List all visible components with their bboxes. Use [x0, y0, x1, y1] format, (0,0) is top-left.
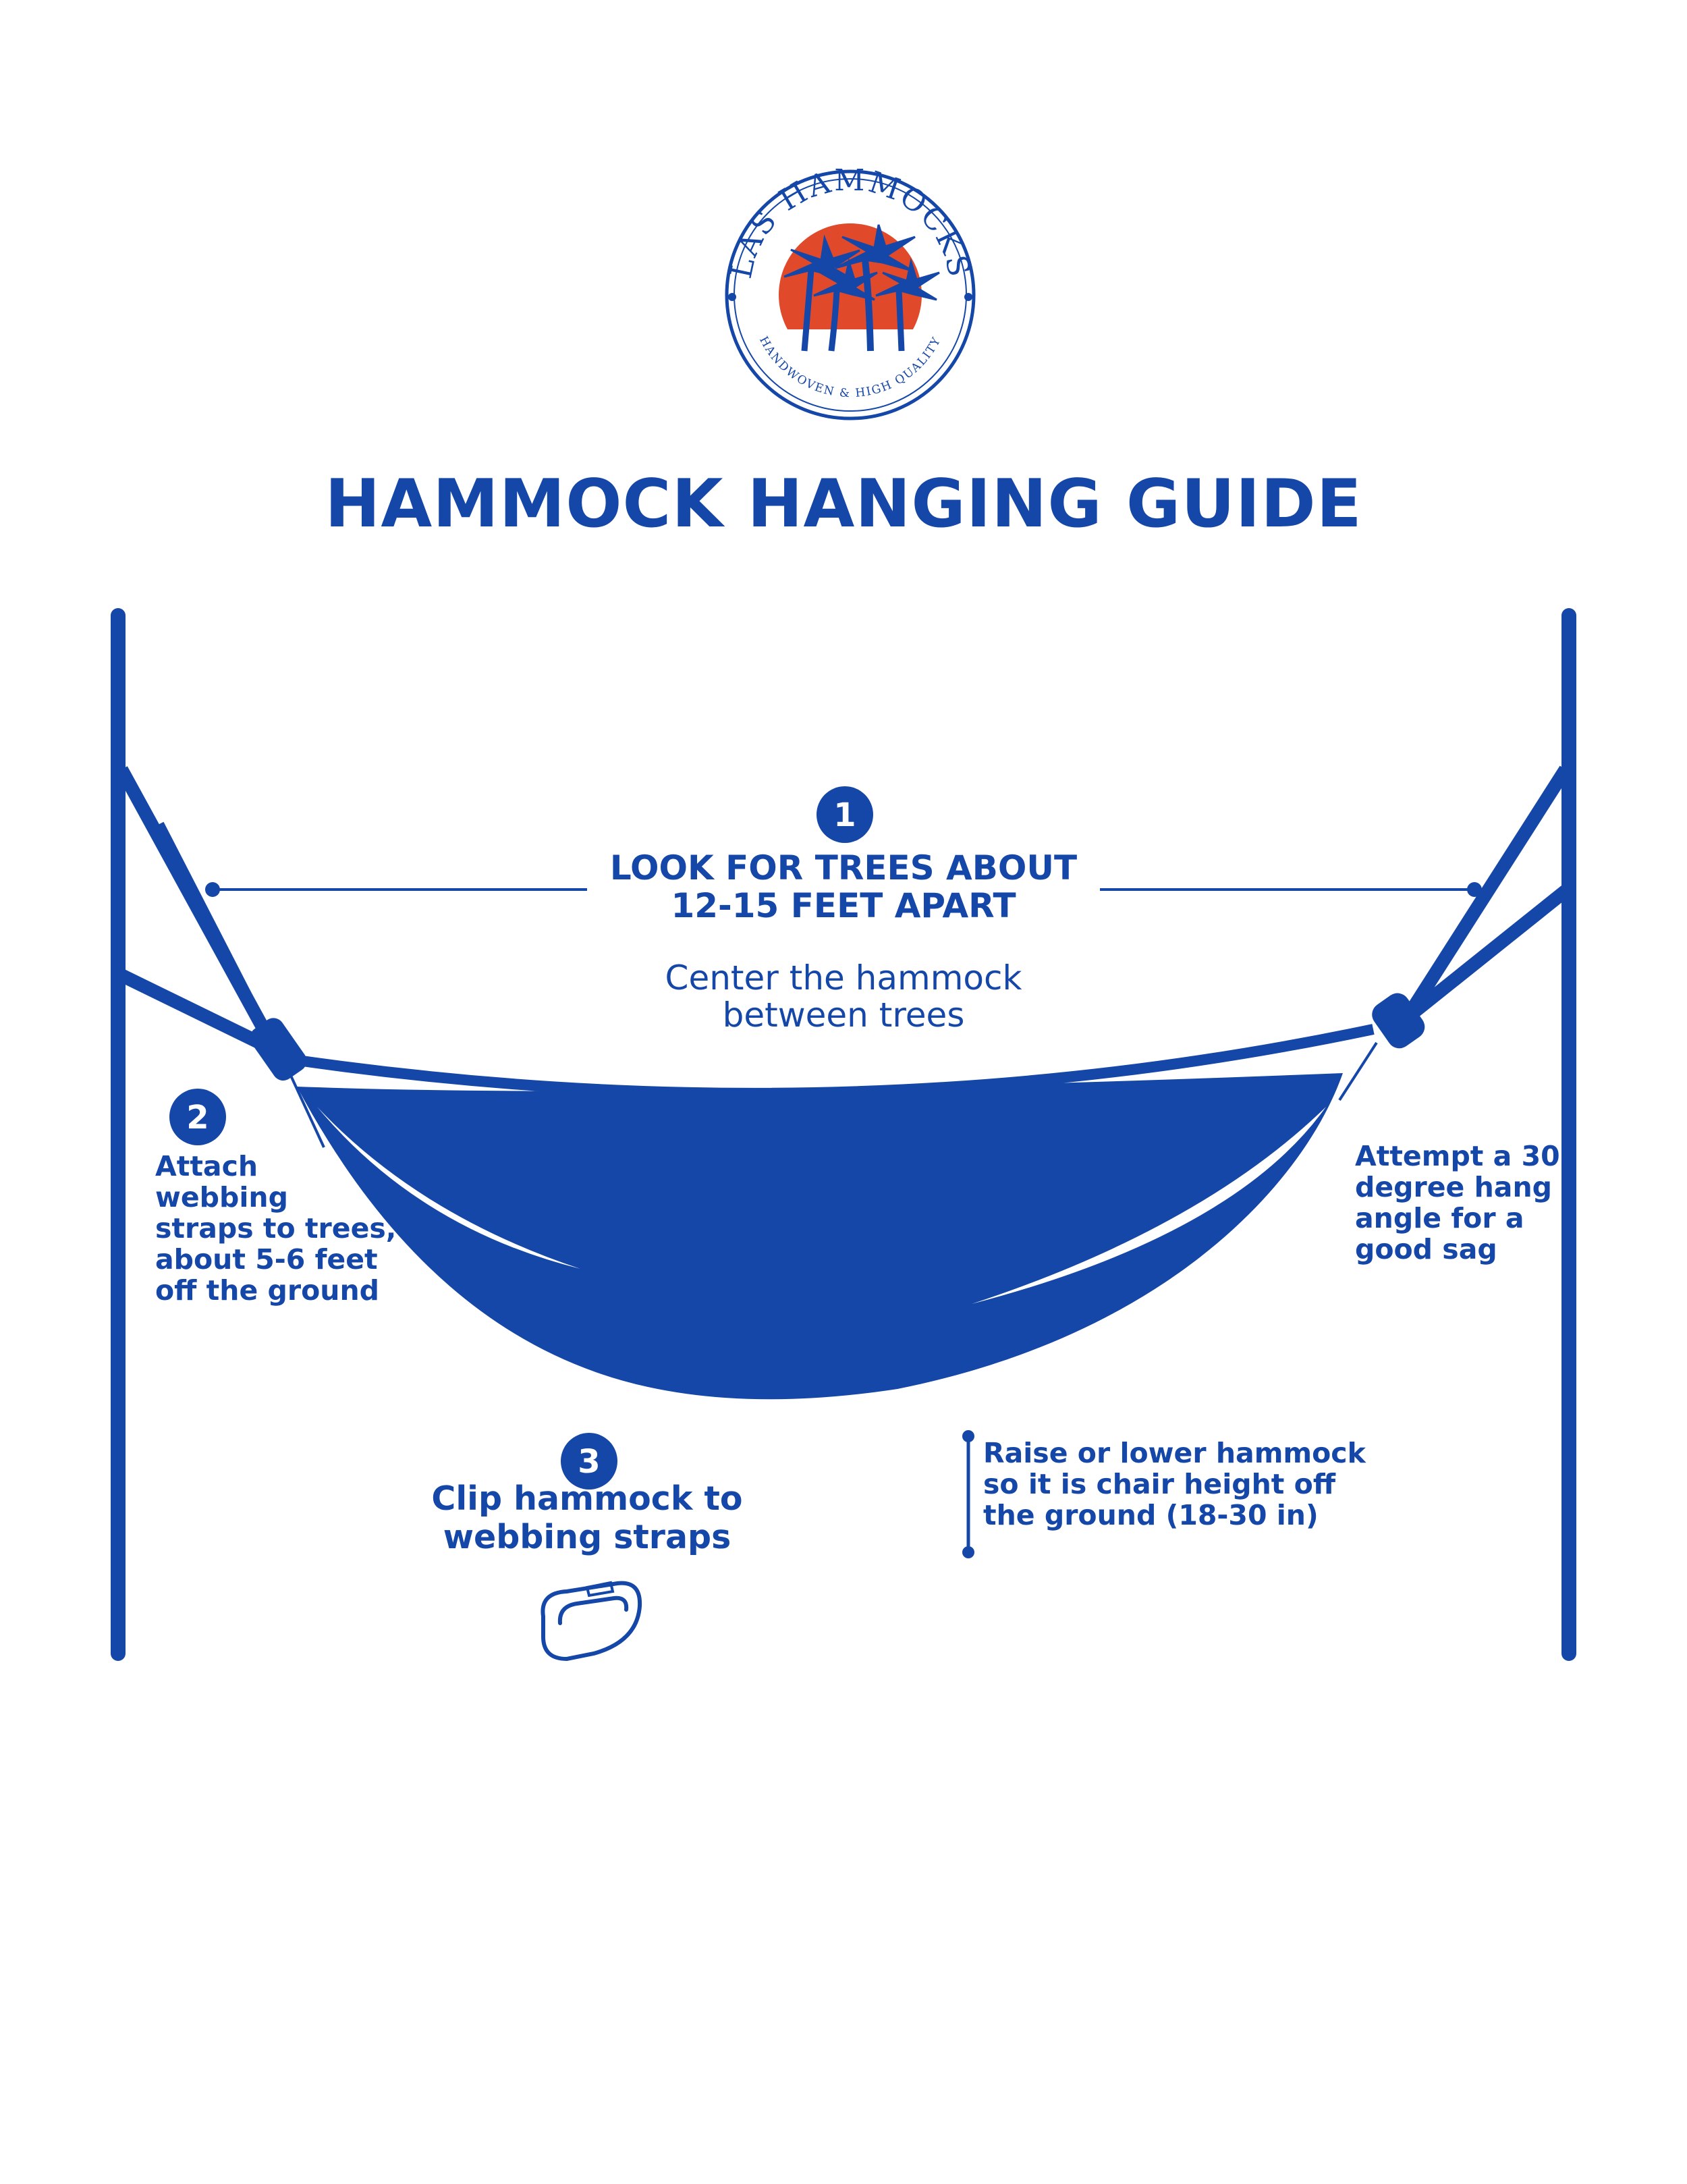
logo-dot-left: [728, 293, 736, 301]
step2-line: straps to trees,: [155, 1212, 397, 1245]
right-strap-upper: [1404, 765, 1572, 1016]
hammock-body: [297, 1073, 1343, 1400]
step3-number: 3: [578, 1443, 600, 1481]
distance-measure: [205, 882, 1482, 897]
step2-line: off the ground: [155, 1274, 379, 1307]
step1-number: 1: [833, 796, 856, 834]
step2-line: Attach: [155, 1150, 258, 1182]
step1-subtext: Center the hammock between trees: [574, 960, 1113, 1034]
step3-badge: 3: [561, 1433, 617, 1490]
page-title: HAMMOCK HANGING GUIDE: [325, 466, 1362, 543]
step2-instructions: Attach webbing straps to trees, about 5-…: [155, 1151, 439, 1306]
step1-heading-line: 12-15 FEET APART: [671, 886, 1016, 925]
step1-heading-line: LOOK FOR TREES ABOUT: [609, 848, 1078, 888]
logo: LAS HAMMOCKS HANDWOVEN & HIGH QUALITY: [724, 163, 976, 420]
right-suspension-line: [1338, 1041, 1378, 1101]
step2-line: webbing: [155, 1181, 288, 1213]
right-strap-lower: [1409, 885, 1570, 1018]
angle-line: angle for a: [1355, 1202, 1524, 1234]
height-line: so it is chair height off: [983, 1468, 1336, 1500]
step1-sub-line: between trees: [722, 995, 965, 1035]
left-strap-lower: [118, 969, 270, 1052]
step2-line: about 5-6 feet: [155, 1243, 378, 1276]
logo-dot-right: [964, 293, 972, 301]
step1-sub-line: Center the hammock: [665, 958, 1022, 998]
angle-line: degree hang: [1355, 1171, 1553, 1203]
height-line: the ground (18-30 in): [983, 1499, 1319, 1531]
angle-line: good sag: [1355, 1233, 1497, 1265]
step3-heading-line: webbing straps: [443, 1518, 731, 1556]
left-strap-line: [157, 821, 273, 1038]
height-line: Raise or lower hammock: [983, 1437, 1366, 1469]
step3-heading-line: Clip hammock to: [431, 1479, 743, 1518]
step2-badge: 2: [169, 1089, 226, 1145]
step2-number: 2: [186, 1099, 209, 1137]
step1-heading: LOOK FOR TREES ABOUT 12-15 FEET APART: [574, 849, 1113, 925]
right-knot-icon: [1372, 993, 1425, 1049]
step1-badge: 1: [817, 786, 873, 843]
step3-heading: Clip hammock to webbing straps: [378, 1479, 796, 1556]
angle-note: Attempt a 30 degree hang angle for a goo…: [1355, 1141, 1625, 1265]
height-note: Raise or lower hammock so it is chair he…: [983, 1438, 1388, 1531]
left-suspension-line: [282, 1059, 325, 1148]
angle-line: Attempt a 30: [1355, 1140, 1560, 1172]
height-measure: [962, 1430, 974, 1558]
palm-trees-icon: [783, 224, 940, 352]
carabiner-icon: [541, 1581, 642, 1662]
